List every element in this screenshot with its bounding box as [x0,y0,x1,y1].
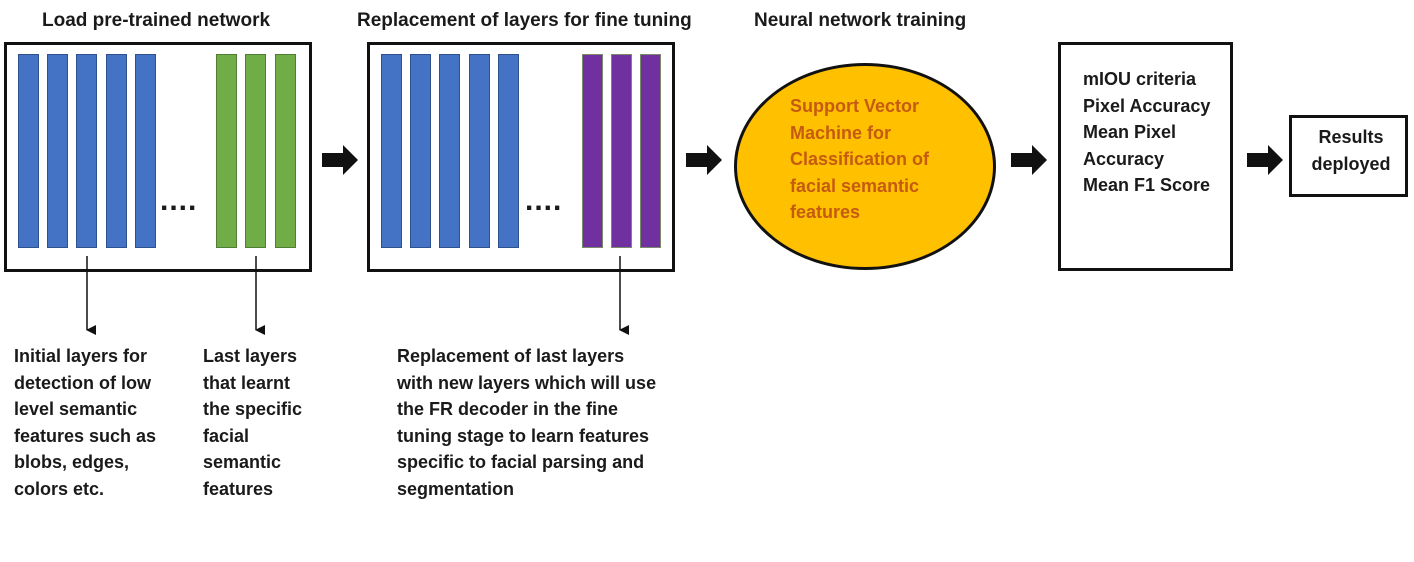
metric-item: mIOU criteria [1083,69,1197,89]
metric-item: Mean Pixel Accuracy [1083,122,1177,169]
learnt-layer [245,54,266,248]
caption-replacement: Replacement of last layers with new laye… [397,346,657,499]
initial-layer [498,54,519,248]
arrow-right-icon [686,145,722,175]
new-layer [611,54,632,248]
initial-layer [469,54,490,248]
heading-replacement-layers: Replacement of layers for fine tuning [357,10,692,31]
initial-layer [381,54,402,248]
initial-layer [18,54,39,248]
initial-layer [47,54,68,248]
ellipsis-dots: .... [525,184,563,217]
heading-network-training: Neural network training [754,10,967,31]
initial-layer [135,54,156,248]
metrics-list: mIOU criteria Pixel Accuracy Mean Pixel … [1083,66,1233,199]
metrics-box [1058,42,1233,271]
new-layer [582,54,603,248]
learnt-layer [216,54,237,248]
initial-layer [410,54,431,248]
caption-last-layers: Last layers that learnt the specific fac… [203,346,303,499]
arrow-right-icon [1247,145,1283,175]
new-layer [640,54,661,248]
caption-initial-layers: Initial layers for detection of low leve… [14,346,157,499]
metric-item: Pixel Accuracy [1083,95,1211,116]
initial-layer [106,54,127,248]
heading-load-pretrained: Load pre-trained network [42,10,271,31]
learnt-layer [275,54,296,248]
ellipsis-dots: .... [160,184,198,217]
arrow-right-icon [322,145,358,175]
svm-label: Support Vector Machine for Classificatio… [790,96,930,222]
results-box [1289,115,1408,197]
arrow-right-icon [1011,145,1047,175]
svm-ellipse [734,63,996,270]
metric-item: Mean F1 Score [1083,175,1211,195]
results-label: Results deployed [1311,127,1391,174]
initial-layer [76,54,97,248]
initial-layer [439,54,460,248]
